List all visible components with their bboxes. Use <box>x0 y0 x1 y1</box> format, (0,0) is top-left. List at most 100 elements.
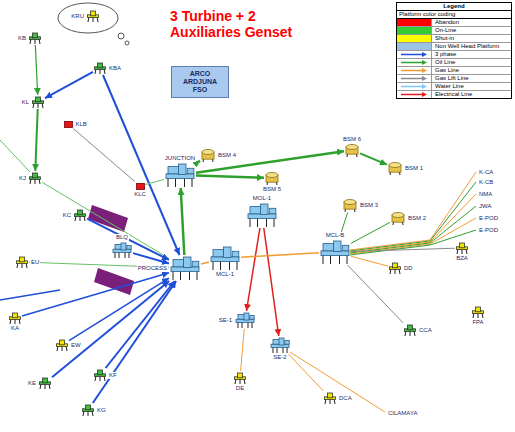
platform-module <box>187 168 194 174</box>
platform-label: EU <box>30 259 40 266</box>
platform-icon <box>265 172 279 185</box>
pipeline-connector <box>351 256 388 266</box>
legend-text: Oil Line <box>432 59 455 66</box>
pipeline-block <box>88 205 128 232</box>
platform-top <box>20 257 25 262</box>
legend-line-sample <box>397 83 431 90</box>
wellhead-platform: EU <box>16 256 28 268</box>
platform-icon <box>39 377 51 389</box>
platform-label: BSM 4 <box>217 152 237 159</box>
wellhead-platform: CCA <box>404 324 416 336</box>
monopod-platform: BSM 3 <box>343 199 357 212</box>
legend-sample <box>397 51 432 58</box>
pipeline-connector <box>351 222 390 243</box>
platform-module <box>127 246 131 250</box>
platform-top <box>460 243 465 248</box>
platform-module <box>244 313 249 320</box>
platform-label: BLQ <box>115 234 129 241</box>
thought-cloud <box>58 3 118 33</box>
platform-top <box>98 63 103 68</box>
legend-swatch <box>397 19 432 26</box>
diagram-title: 3 Turbine + 2 Auxiliaries Genset <box>170 8 322 40</box>
pipeline-connector <box>146 179 165 184</box>
wellhead-platform: FPA <box>472 306 484 318</box>
platform-label: SE-2 <box>272 354 287 361</box>
platform-top <box>91 11 96 16</box>
platform-top <box>43 378 48 383</box>
platform-label: JUNCTION <box>164 155 196 162</box>
wellhead-platform: KF <box>94 369 106 381</box>
pipeline-connector <box>73 129 135 182</box>
platform-top <box>476 307 481 312</box>
pipeline-connector <box>42 182 169 258</box>
pipeline-connector <box>196 151 344 173</box>
platform-label: DCA <box>338 395 353 402</box>
pipeline-connector <box>196 161 200 164</box>
platform-icon <box>235 312 255 328</box>
legend-row: Electrical Line <box>397 91 511 98</box>
line-end-label: JWA <box>479 203 491 210</box>
export-line <box>350 194 476 252</box>
legend-arrow <box>422 76 427 81</box>
wellhead-platform: KC <box>74 209 86 221</box>
legend-text: 3 phase <box>432 51 456 58</box>
wellhead-platform: KE <box>39 377 51 389</box>
wellhead-platform: KG <box>82 404 94 416</box>
platform-icon <box>320 240 350 264</box>
legend-text: Water Line <box>432 83 464 90</box>
platform-icon <box>472 306 484 318</box>
wellhead-platform: DD <box>389 262 401 274</box>
legend-arrow <box>422 84 427 89</box>
platform-icon <box>64 121 73 128</box>
platform-module <box>250 316 254 320</box>
process-platform: MOL-1 <box>247 203 277 227</box>
platform-module <box>334 241 342 252</box>
platform-label: KL <box>21 99 30 106</box>
platform-top <box>344 199 356 204</box>
wellhead-platform: DE <box>234 372 246 384</box>
platform-icon <box>247 203 277 227</box>
platform-label: KLC <box>133 191 147 198</box>
platform-top <box>13 313 18 318</box>
process-platform: PROCESS <box>170 256 200 280</box>
platform-label: FPA <box>471 319 484 326</box>
legend-text: Non Well Head Platform <box>432 43 499 50</box>
offpage-line <box>0 290 60 300</box>
platform-icon <box>112 242 132 258</box>
legend-head: LegendPlatform color coding <box>397 3 511 19</box>
legend-row: On-Line <box>397 27 511 35</box>
process-platform: MCL-1 <box>210 246 240 270</box>
platform-top <box>33 173 38 178</box>
legend-row: 3 phase <box>397 51 511 59</box>
legend-text: Abandon <box>432 19 459 26</box>
platform-label: KLB <box>75 121 88 128</box>
platform-label: SE-1 <box>218 317 233 324</box>
line-end-label: K-CA <box>479 169 493 176</box>
platform-label: DD <box>403 265 414 272</box>
legend-swatch <box>397 43 432 50</box>
legend-line <box>401 62 423 64</box>
fso-box: ARCO ARDJUNA FSO <box>171 66 229 98</box>
legend-line <box>401 78 423 80</box>
platform-icon <box>74 209 86 221</box>
platform-label: KG <box>96 407 107 414</box>
platform-top <box>328 393 333 398</box>
legend-row: Water Line <box>397 83 511 91</box>
legend-line-sample <box>397 91 431 98</box>
platform-top <box>393 263 398 268</box>
platform-top <box>60 340 65 345</box>
platform-top <box>346 144 358 149</box>
wellhead-platform: KL <box>32 96 44 108</box>
platform-icon <box>94 62 106 74</box>
platform-label: KE <box>27 380 37 387</box>
line-end-label: E-POD <box>479 227 498 234</box>
platform-icon <box>170 256 200 280</box>
platform-icon <box>391 212 405 225</box>
platform-icon <box>343 199 357 212</box>
platform-module <box>173 260 184 267</box>
legend-arrow <box>422 92 427 97</box>
pipeline-connector <box>22 273 169 316</box>
legend-sample <box>397 91 432 98</box>
platform-label: KF <box>108 372 118 379</box>
